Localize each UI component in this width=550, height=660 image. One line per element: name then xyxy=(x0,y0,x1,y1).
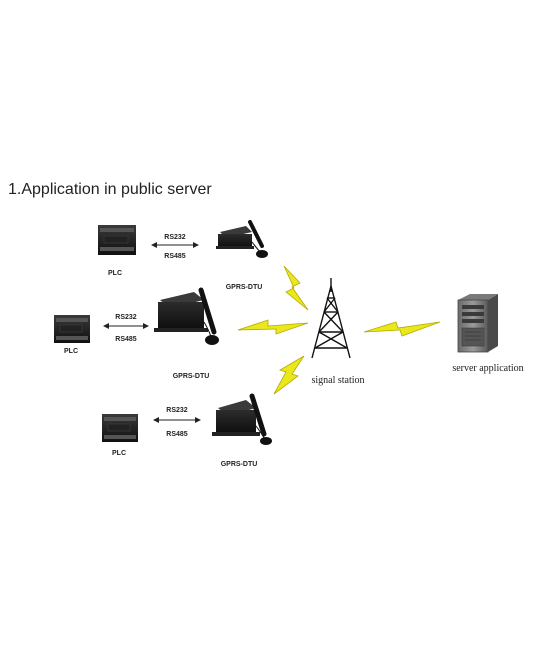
plc-device xyxy=(102,414,138,442)
signal-station-label: signal station xyxy=(311,375,364,386)
antenna-icon xyxy=(248,220,264,248)
gprs-dtu-device xyxy=(216,220,268,258)
gprs-dtu-device xyxy=(154,287,219,345)
server-application-label: server application xyxy=(452,363,523,374)
wireless-link-icon xyxy=(283,265,309,311)
antenna-icon xyxy=(249,393,267,437)
plc-device xyxy=(54,315,90,343)
rs232-label: RS232 xyxy=(164,234,186,241)
rs232-label: RS232 xyxy=(115,314,137,321)
gprs-dtu-label: GPRS-DTU xyxy=(173,373,210,380)
rs485-label: RS485 xyxy=(115,336,137,343)
gprs-dtu-device xyxy=(212,393,272,445)
plc-device xyxy=(98,225,136,255)
server-icon xyxy=(457,294,498,353)
wireless-link-icon xyxy=(237,319,309,335)
plc-label: PLC xyxy=(108,270,122,277)
wireless-link-icon xyxy=(363,321,441,337)
plc-label: PLC xyxy=(64,348,78,355)
antenna-icon xyxy=(198,287,217,335)
section-heading: 1.Application in public server xyxy=(8,181,212,198)
rs485-label: RS485 xyxy=(164,253,186,260)
plc-label: PLC xyxy=(112,450,126,457)
wireless-link-icon xyxy=(273,355,305,395)
signal-tower-icon xyxy=(311,278,351,359)
gprs-dtu-label: GPRS-DTU xyxy=(226,284,263,291)
rs232-label: RS232 xyxy=(166,407,188,414)
gprs-dtu-label: GPRS-DTU xyxy=(221,461,258,468)
rs485-label: RS485 xyxy=(166,431,188,438)
